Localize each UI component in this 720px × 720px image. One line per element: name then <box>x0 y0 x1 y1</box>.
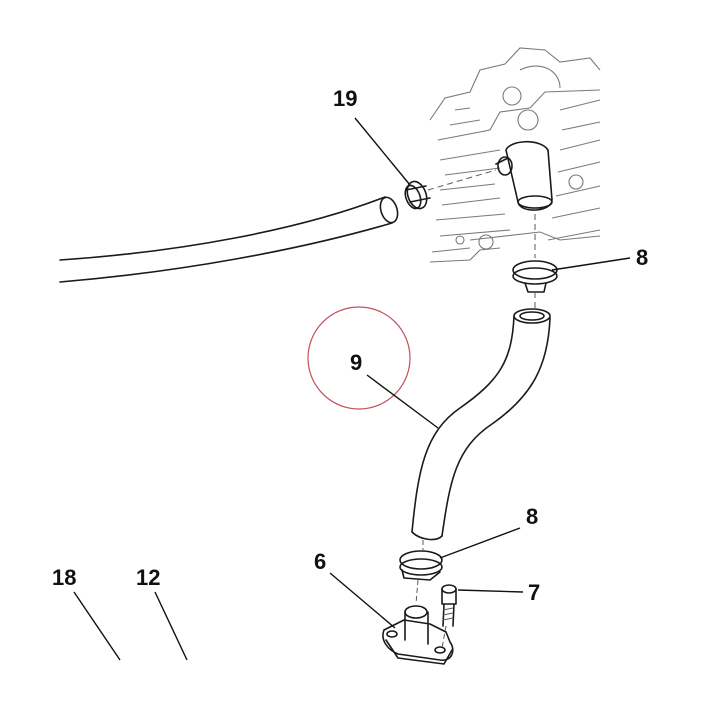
hose-clamp-8-lower <box>399 540 443 605</box>
engine-block <box>429 47 601 263</box>
label-7: 7 <box>528 580 540 605</box>
leader-lines <box>73 117 631 661</box>
label-19: 19 <box>333 86 357 111</box>
label-8-lower: 8 <box>526 504 538 529</box>
long-hose <box>59 196 399 283</box>
bolt-7 <box>441 584 457 649</box>
outlet-flange-6 <box>382 605 454 665</box>
hose-clamp-8-upper <box>512 214 558 308</box>
label-9: 9 <box>350 350 362 375</box>
hose-clamp-19 <box>404 169 497 210</box>
label-18-partial: 18 <box>52 565 76 590</box>
label-12: 12 <box>136 565 160 590</box>
highlight-circle <box>307 306 411 410</box>
hose-9 <box>411 308 551 541</box>
label-8-upper: 8 <box>636 245 648 270</box>
label-6: 6 <box>314 549 326 574</box>
